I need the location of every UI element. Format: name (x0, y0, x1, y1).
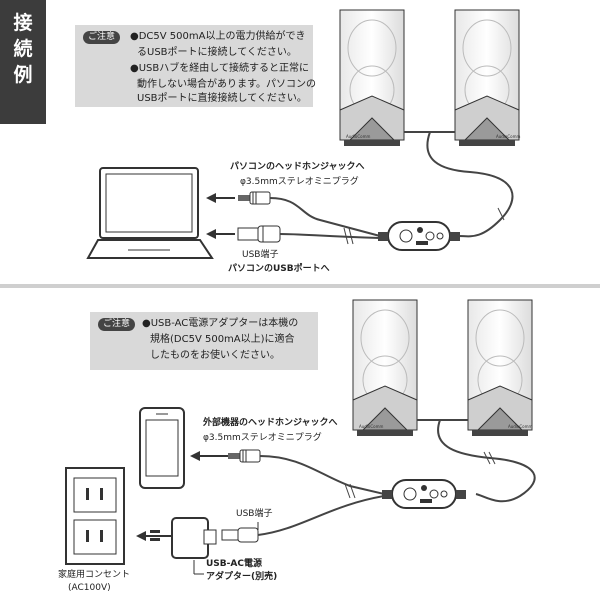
laptop (86, 167, 214, 259)
top-headphone-label: パソコンのヘッドホンジャックへ (230, 162, 365, 172)
bottom-note-line: 規格(DC5V 500mA以上)に適合 (150, 334, 295, 345)
adapter-label-2: アダプター(別売) (206, 572, 278, 582)
speaker-right-bottom: AudioComm (467, 299, 533, 436)
speaker-left-top: AudioComm (339, 9, 405, 146)
stereo-plug-top (238, 191, 271, 205)
usb-ac-adapter (150, 517, 217, 559)
top-caution-badge: ご注意 (83, 31, 121, 44)
stereo-plug-bottom (228, 449, 261, 463)
bottom-headphone-label: 外部機器のヘッドホンジャックへ (203, 418, 338, 428)
volume-controller-bottom (391, 479, 457, 509)
top-note-line: USBポートに直接接続してください。 (137, 93, 307, 104)
outlet-label-2: (AC100V) (68, 583, 111, 593)
top-usb-label: USB端子 (242, 250, 279, 260)
section-divider (0, 284, 600, 288)
smartphone (139, 407, 185, 489)
bottom-plug-label: φ3.5mmステレオミニプラグ (203, 433, 322, 443)
bottom-note-line: したものをお使いください。 (150, 350, 280, 361)
top-note-line: るUSBポートに接続してください。 (137, 47, 297, 58)
section-tag: 接 続 例 (0, 0, 46, 124)
top-caution-note: ご注意 ●DC5V 500mA以上の電力供給ができ るUSBポートに接続してくだ… (75, 25, 316, 107)
brand-logo-text: AudioComm (496, 134, 521, 139)
brand-logo-text: AudioComm (346, 134, 371, 139)
top-note-line: ●DC5V 500mA以上の電力供給ができ (130, 31, 306, 42)
speaker-left-bottom: AudioComm (352, 299, 418, 436)
bottom-caution-note: ご注意 ●USB-AC電源アダプターは本機の 規格(DC5V 500mA以上)に… (90, 312, 318, 370)
usb-plug-bottom (221, 527, 259, 543)
brand-logo-text: AudioComm (359, 424, 384, 429)
section-tag-char-3: 例 (13, 64, 33, 86)
outlet-label-1: 家庭用コンセント (58, 570, 131, 580)
speaker-right-top: AudioComm (454, 9, 521, 146)
volume-controller-top (387, 221, 451, 251)
top-note-line: 動作しない場合があります。パソコンの (137, 79, 316, 90)
bottom-usb-label: USB端子 (236, 509, 273, 519)
usb-plug-top (237, 225, 281, 243)
section-tag-char-1: 接 (13, 12, 33, 34)
bottom-note-line: ●USB-AC電源アダプターは本機の (142, 318, 299, 329)
bottom-caution-badge: ご注意 (98, 318, 136, 331)
top-plug-label: φ3.5mmステレオミニプラグ (240, 177, 359, 187)
brand-logo-text: AudioComm (508, 424, 533, 429)
top-usb-port-label: パソコンのUSBポートへ (228, 264, 330, 274)
top-note-line: ●USBハブを経由して接続すると正常に (130, 63, 309, 74)
wall-outlet (65, 467, 125, 565)
section-tag-char-2: 続 (13, 38, 33, 60)
adapter-label-1: USB-AC電源 (206, 559, 262, 569)
